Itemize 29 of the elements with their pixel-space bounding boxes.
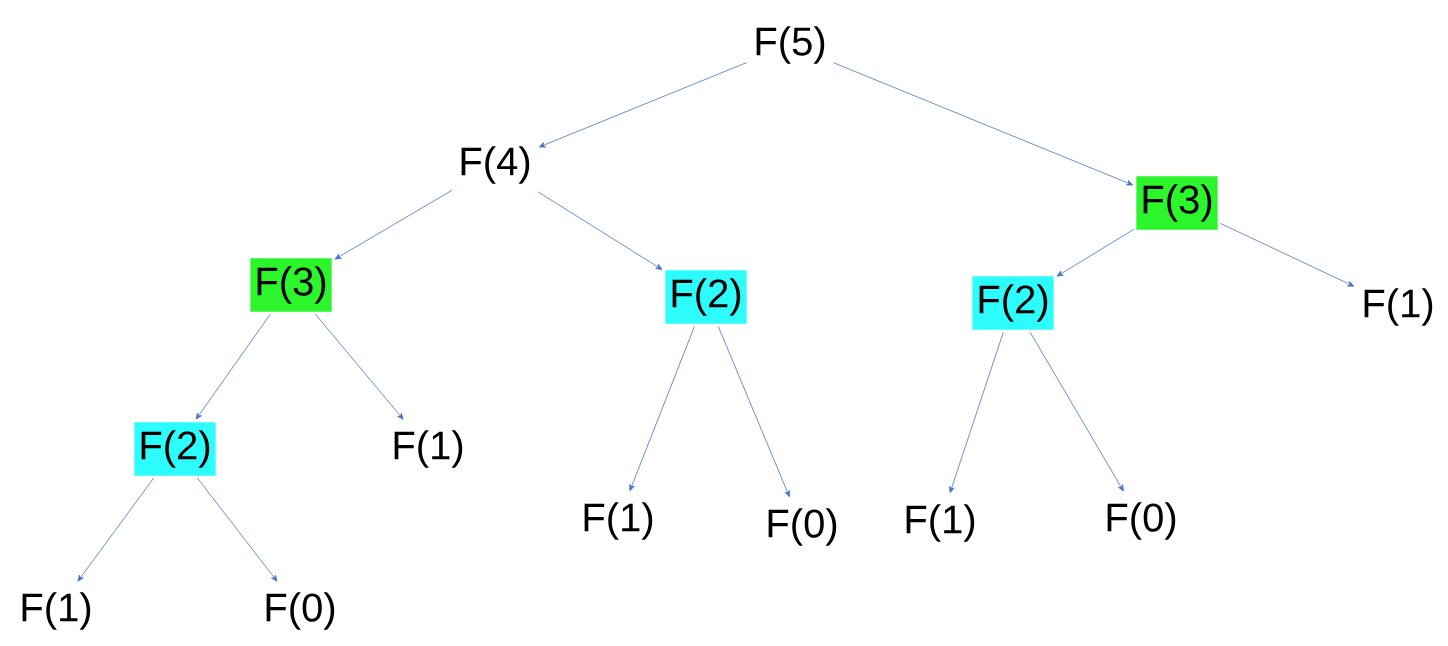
arrow bbox=[77, 477, 155, 582]
highlighted-node: F(2) bbox=[665, 270, 747, 324]
highlighted-node: F(2) bbox=[972, 276, 1054, 330]
arrow bbox=[537, 191, 663, 270]
arrow bbox=[195, 313, 271, 420]
node-label: F(1) bbox=[22, 592, 91, 630]
arrow bbox=[717, 325, 790, 498]
arrow bbox=[538, 62, 747, 148]
node-label: F(4) bbox=[461, 146, 530, 184]
highlighted-node: F(3) bbox=[1136, 176, 1218, 230]
arrow bbox=[1029, 331, 1124, 492]
node-label: F(1) bbox=[906, 504, 975, 542]
arrow bbox=[629, 326, 695, 492]
highlighted-node: F(3) bbox=[250, 258, 332, 312]
highlighted-node: F(2) bbox=[134, 422, 216, 476]
arrow bbox=[1056, 228, 1135, 277]
node-label: F(1) bbox=[394, 430, 463, 468]
node-label: F(0) bbox=[266, 592, 335, 630]
arrow bbox=[314, 313, 404, 420]
arrow bbox=[833, 62, 1134, 186]
node-label: F(1) bbox=[584, 502, 653, 540]
arrow bbox=[196, 477, 278, 582]
arrow bbox=[1219, 223, 1355, 287]
node-label: F(0) bbox=[1107, 502, 1176, 540]
node-label: F(1) bbox=[1364, 288, 1433, 326]
node-label: F(5) bbox=[756, 26, 825, 64]
arrow bbox=[334, 190, 453, 260]
node-label: F(0) bbox=[768, 508, 837, 546]
arrow bbox=[949, 332, 1004, 493]
